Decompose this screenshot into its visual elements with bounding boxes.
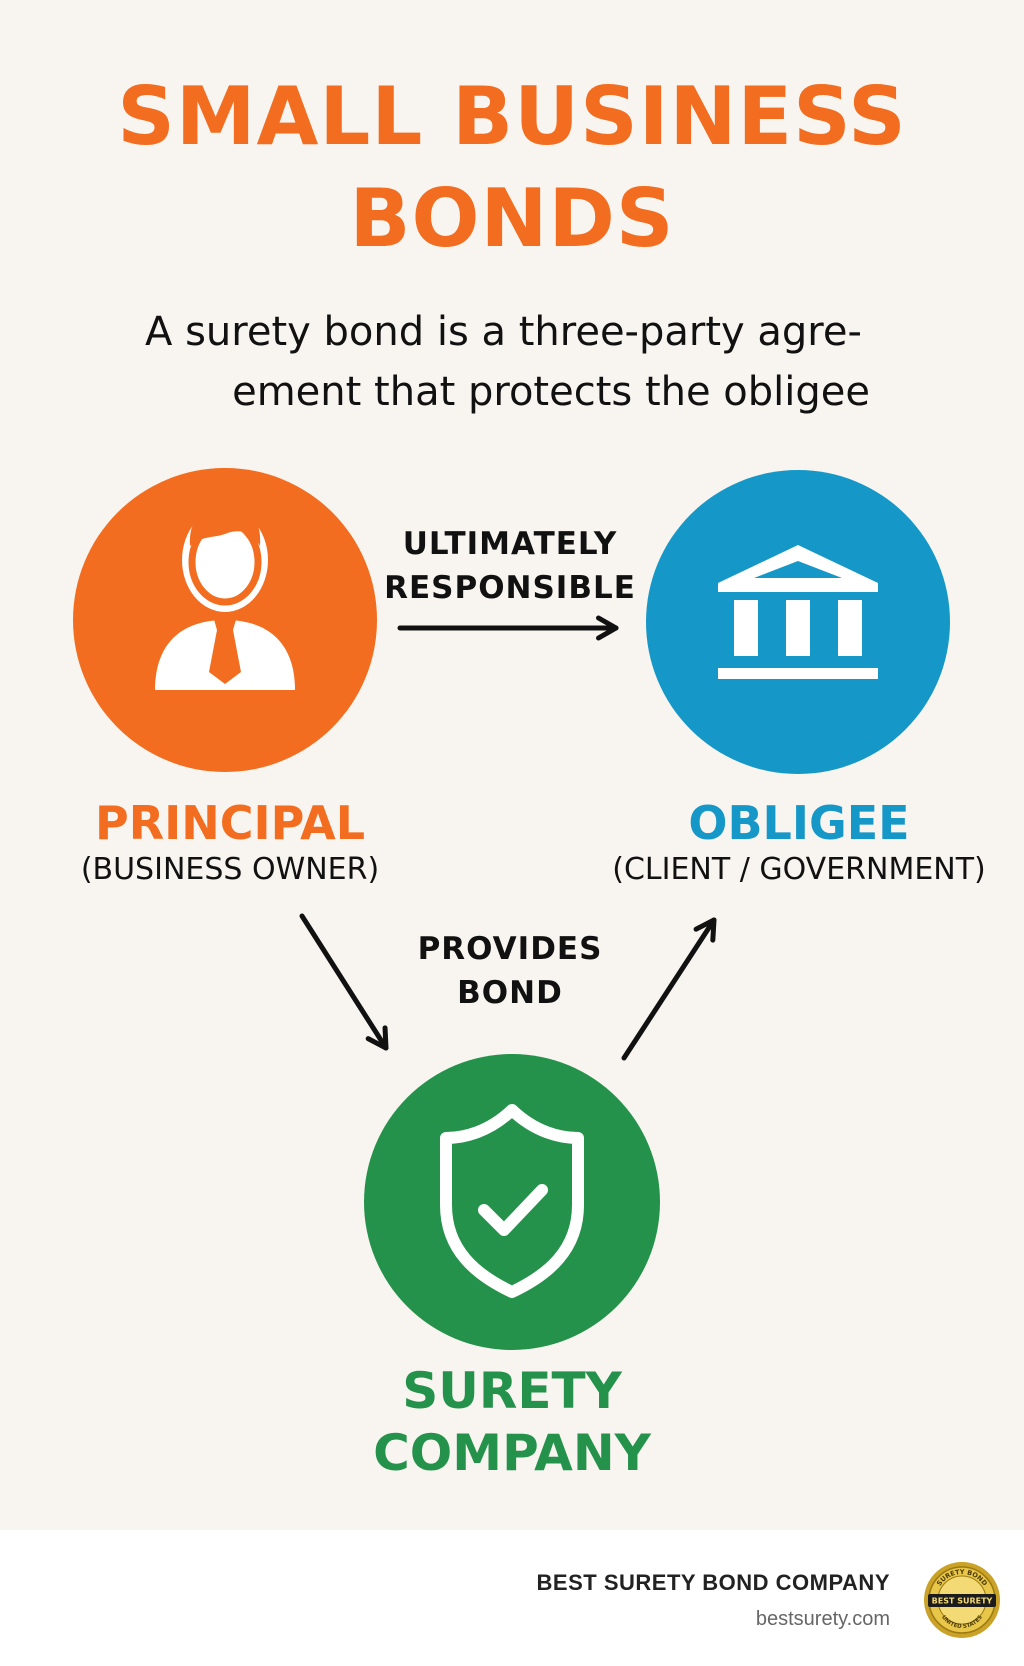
obligee-label: OBLIGEE (CLIENT / GOVERNMENT) (584, 796, 1014, 890)
footer: BEST SURETY BOND COMPANY bestsurety.com … (0, 1530, 1024, 1666)
edge-label-provides-bond: PROVIDES BOND (390, 927, 630, 1015)
principal-label: PRINCIPAL (BUSINESS OWNER) (40, 796, 420, 890)
edge-label-line-2: RESPONSIBLE (384, 570, 636, 606)
subtitle-line-2: ement that protects the obligee (232, 369, 870, 415)
subtitle: A surety bond is a three-party agre- eme… (120, 302, 900, 422)
principal-name: PRINCIPAL (94, 796, 366, 850)
person-with-tie-icon (155, 505, 295, 690)
title-line-2: BONDS (349, 172, 675, 265)
shield-check-icon (440, 1104, 584, 1298)
edge-label-line-1: ULTIMATELY (402, 526, 618, 562)
government-building-icon (718, 545, 878, 679)
surety-label: SURETY COMPANY (312, 1360, 712, 1484)
brand-name: BEST SURETY BOND COMPANY (536, 1570, 890, 1595)
brand-url: bestsurety.com (755, 1608, 890, 1630)
arrow-principal-to-surety (299, 913, 389, 1051)
edge-label-line-2: BOND (457, 975, 563, 1011)
surety-name-line-2: COMPANY (373, 1424, 651, 1482)
arrow-surety-to-obligee (621, 917, 717, 1061)
brand: BEST SURETY BOND COMPANY bestsurety.com (537, 1570, 890, 1631)
subtitle-line-1: A surety bond is a three-party agre- (145, 309, 862, 355)
surety-circle (364, 1054, 660, 1350)
surety-node (364, 1054, 660, 1350)
title-line-1: SMALL BUSINESS (117, 70, 907, 163)
obligee-node (646, 470, 950, 774)
seal-center-text: BEST SURETY (932, 1597, 993, 1606)
principal-node (73, 468, 377, 772)
edge-label-line-1: PROVIDES (417, 931, 603, 967)
obligee-subtitle: (CLIENT / GOVERNMENT) (612, 852, 986, 887)
obligee-name: OBLIGEE (688, 796, 910, 850)
page-title: SMALL BUSINESS BONDS (0, 66, 1024, 270)
edge-label-ultimately-responsible: ULTIMATELY RESPONSIBLE (380, 522, 640, 610)
gold-seal-icon: SURETY BOND BEST SURETY UNITED STATES (924, 1562, 1000, 1638)
diagram-canvas (73, 468, 950, 1350)
surety-name-line-1: SURETY (402, 1362, 622, 1420)
principal-subtitle: (BUSINESS OWNER) (80, 852, 380, 887)
